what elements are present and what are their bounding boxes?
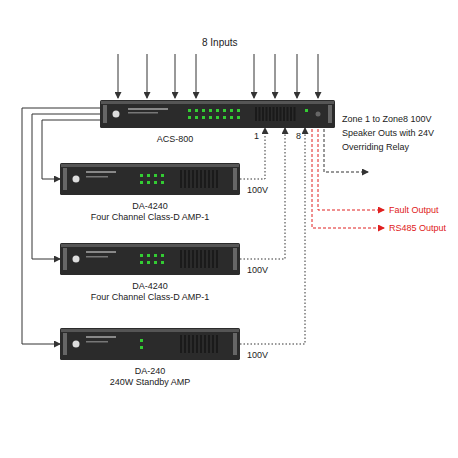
model-description: Four Channel Class-D AMP-1: [60, 292, 240, 303]
fault-output-label: Fault Output: [389, 205, 439, 216]
model-name: ACS-800: [125, 134, 225, 145]
device-label: ACS-800: [125, 134, 225, 145]
edge-label: 100V: [246, 185, 269, 196]
rack-device: [60, 328, 240, 360]
rack-device: [60, 163, 240, 195]
device-label: DA-4240Four Channel Class-D AMP-1: [60, 281, 240, 303]
rack-device-node: DA-4240Four Channel Class-D AMP-1: [60, 163, 240, 195]
model-name: DA-4240: [60, 201, 240, 212]
input-arrows: [118, 54, 318, 98]
model-name: DA-4240: [60, 281, 240, 292]
model-description: Four Channel Class-D AMP-1: [60, 212, 240, 223]
edge-label: 100V: [246, 265, 269, 276]
speaker-line-connector: [240, 128, 265, 179]
device-label: DA-240240W Standby AMP: [60, 366, 240, 388]
zone-number: 1: [254, 131, 259, 142]
rack-device: [60, 243, 240, 275]
inputs-label: 8 Inputs: [202, 37, 238, 48]
rack-device-node: ACS-800: [100, 100, 335, 128]
signal-connector: [22, 108, 100, 344]
model-name: DA-240: [60, 366, 240, 377]
speaker-line-connector: [240, 128, 285, 259]
zone-note: Zone 1 to Zone8 100V Speaker Outs with 2…: [342, 112, 454, 154]
rack-device-node: DA-4240Four Channel Class-D AMP-1: [60, 243, 240, 275]
rack-device-node: DA-240240W Standby AMP: [60, 328, 240, 360]
rack-device: [100, 100, 335, 128]
speaker-line-connector: [240, 128, 305, 344]
zone-number: 8: [296, 131, 301, 142]
rs485-output-label: RS485 Output: [389, 223, 446, 234]
device-label: DA-4240Four Channel Class-D AMP-1: [60, 201, 240, 223]
edge-label: 100V: [246, 350, 269, 361]
model-description: 240W Standby AMP: [60, 377, 240, 388]
